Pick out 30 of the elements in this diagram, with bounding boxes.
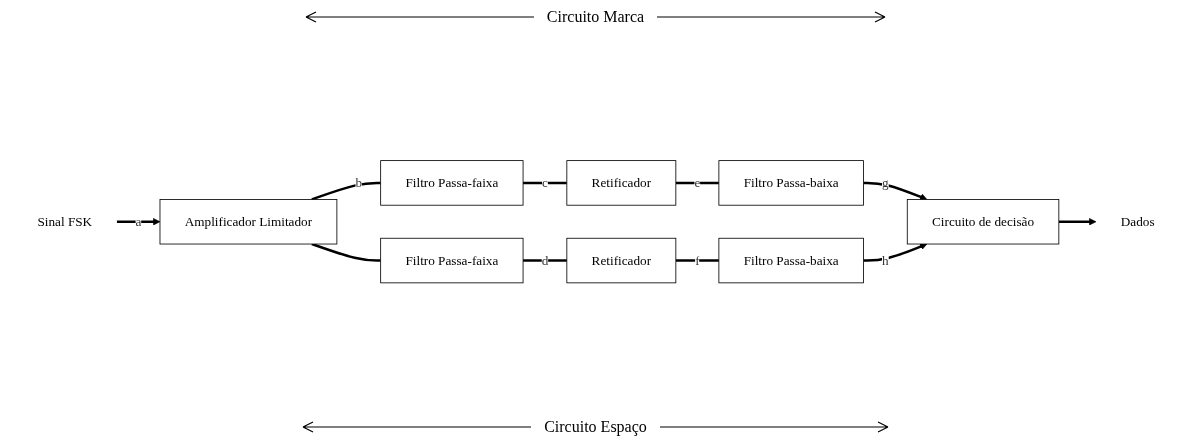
edge-label: d (541, 253, 548, 268)
connector (522, 259, 567, 263)
node-box: Circuito de decisão (906, 199, 1059, 245)
connector (675, 181, 719, 185)
connector (310, 243, 381, 263)
arrow (116, 218, 160, 226)
arrow (863, 181, 927, 201)
edge-label: c (541, 175, 548, 190)
edge-label: b (354, 175, 362, 190)
range-label: Circuito Marca (546, 8, 645, 26)
node-text: Dados (1120, 214, 1155, 229)
arrow (863, 243, 927, 263)
edge-label: f (694, 253, 700, 268)
node-box: Retificador (565, 238, 676, 284)
edge-label: a (135, 214, 141, 229)
connector (522, 181, 567, 185)
node-box: Filtro Passa-faixa (379, 238, 523, 284)
connector (675, 259, 719, 263)
connector (310, 181, 381, 201)
node-box: Filtro Passa-baixa (717, 238, 864, 284)
node-box: Filtro Passa-baixa (717, 160, 864, 206)
node-box: Retificador (565, 160, 676, 206)
node-text: Sinal FSK (36, 214, 92, 229)
edge-label: g (881, 175, 889, 190)
node-box: Filtro Passa-faixa (379, 160, 523, 206)
range-label: Circuito Espaço (544, 418, 647, 436)
edge-label: e (693, 175, 700, 190)
arrow (1058, 218, 1096, 226)
edge-label: h (881, 253, 889, 268)
node-box: Amplificador Limitador (159, 199, 337, 245)
